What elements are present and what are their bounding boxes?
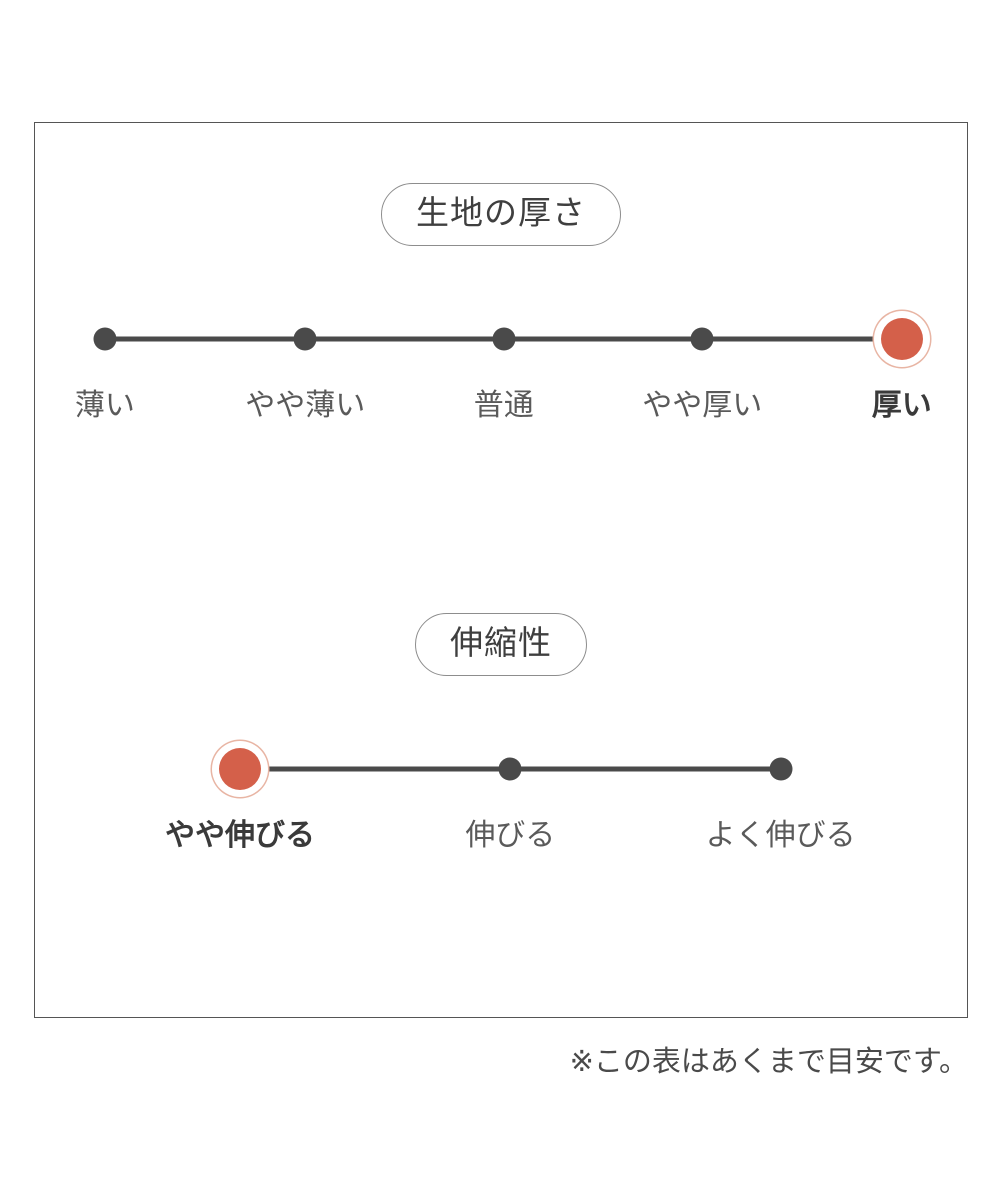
- scale-track-thickness: [35, 316, 967, 362]
- scale-label-thickness-4: 厚い: [871, 388, 932, 422]
- scale-dot-thickness-0[interactable]: [93, 327, 117, 351]
- scale-track-stretch: [35, 746, 967, 792]
- scale-dot-stretch-2[interactable]: [769, 757, 793, 781]
- spec-chart-frame: 生地の厚さ 薄い やや薄い 普通 やや厚い 厚い 伸縮性 やや伸びる 伸びる よく伸びる: [34, 122, 968, 1018]
- section-title-thickness: 生地の厚さ: [381, 183, 621, 246]
- title-pill-wrap-thickness: 生地の厚さ: [35, 183, 967, 246]
- scale-label-thickness-2: 普通: [473, 388, 534, 422]
- scale-dot-thickness-2[interactable]: [492, 327, 516, 351]
- section-title-stretch: 伸縮性: [415, 613, 587, 676]
- footnote-disclaimer: ※この表はあくまで目安です。: [569, 1046, 968, 1078]
- scale-dot-thickness-1[interactable]: [293, 327, 317, 351]
- scale-label-stretch-2: よく伸びる: [705, 818, 856, 852]
- scale-label-thickness-1: やや薄い: [245, 388, 366, 422]
- scale-label-thickness-3: やや厚い: [642, 388, 763, 422]
- scale-dot-stretch-1[interactable]: [498, 757, 522, 781]
- section-stretch: 伸縮性 やや伸びる 伸びる よく伸びる: [35, 613, 967, 868]
- section-fabric-thickness: 生地の厚さ 薄い やや薄い 普通 やや厚い 厚い: [35, 183, 967, 438]
- scale-dot-thickness-4-selected[interactable]: [880, 317, 923, 360]
- title-pill-wrap-stretch: 伸縮性: [35, 613, 967, 676]
- scale-labels-stretch: やや伸びる 伸びる よく伸びる: [35, 818, 967, 868]
- scale-dot-thickness-3[interactable]: [690, 327, 714, 351]
- scale-label-stretch-0: やや伸びる: [165, 818, 316, 852]
- scale-labels-thickness: 薄い やや薄い 普通 やや厚い 厚い: [35, 388, 967, 438]
- scale-label-thickness-0: 薄い: [74, 388, 135, 422]
- scale-dot-stretch-0-selected[interactable]: [219, 747, 262, 790]
- scale-label-stretch-1: 伸びる: [465, 818, 556, 852]
